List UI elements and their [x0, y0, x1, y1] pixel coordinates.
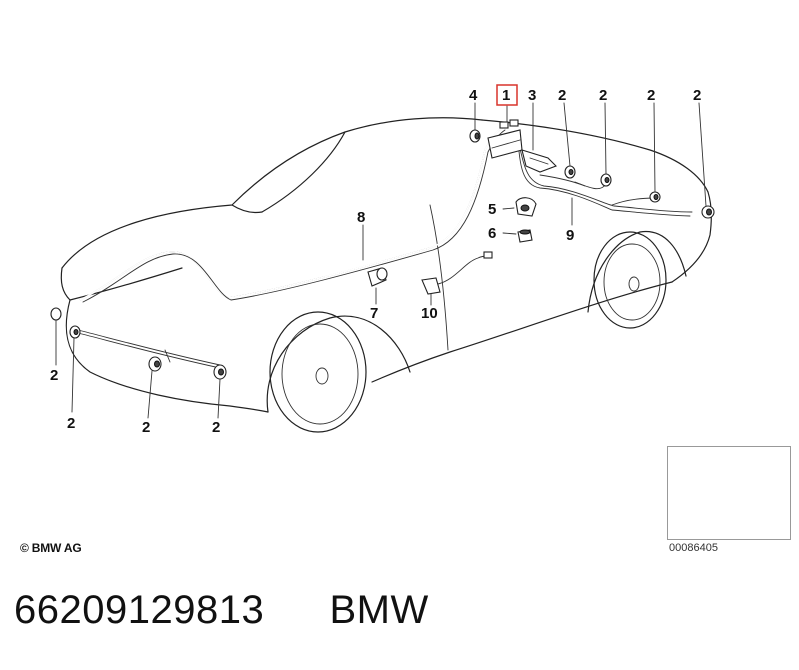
callout-1-highlight-box: [496, 84, 518, 106]
ultrasonic-sensors-rear: [564, 165, 715, 219]
holder-7: [367, 267, 388, 287]
callout-2-front-c: 2: [142, 419, 150, 436]
callout-1: 1: [502, 87, 510, 104]
thumbnail-id: 00086405: [669, 542, 718, 554]
front-bumper-harness: [77, 329, 221, 369]
callout-9: 9: [566, 227, 574, 244]
speaker-5: [515, 197, 537, 217]
callout-2-front-b: 2: [67, 415, 75, 432]
callout-2-front-d: 2: [212, 419, 220, 436]
callout-2-top-a: 2: [558, 87, 566, 104]
brand-name: BMW: [329, 588, 429, 632]
part-number-caption: 66209129813 BMW: [14, 586, 429, 634]
callouts: 4 1 3 2 2 2 2 5 6 9 8 7 10 2 2 2 2: [50, 84, 701, 436]
front-wheel: [269, 311, 367, 433]
leader-lines: [55, 102, 707, 419]
sensor-4: [469, 129, 481, 143]
bracket-3: [521, 149, 557, 173]
callout-4: 4: [469, 87, 478, 104]
ultrasonic-sensors-front: [50, 307, 227, 380]
car-body-outline: [60, 117, 712, 413]
callout-10: 10: [421, 305, 438, 322]
callout-8: 8: [357, 209, 365, 226]
callout-5: 5: [488, 201, 496, 218]
wiring-harness-8: [79, 127, 506, 303]
thumbnail-frame: [667, 446, 791, 540]
callout-3: 3: [528, 87, 536, 104]
callout-2-top-c: 2: [647, 87, 655, 104]
callout-6: 6: [488, 225, 496, 242]
cable-10: [421, 251, 493, 295]
rear-wheel: [593, 231, 667, 329]
control-unit-1: [487, 119, 523, 159]
callout-2-front-a: 2: [50, 367, 58, 384]
part-number: 66209129813: [14, 588, 265, 632]
callout-2-top-b: 2: [599, 87, 607, 104]
callout-2-top-d: 2: [693, 87, 701, 104]
grommet-6: [517, 229, 533, 243]
callout-7: 7: [370, 305, 378, 322]
copyright-notice: © BMW AG: [20, 541, 82, 555]
